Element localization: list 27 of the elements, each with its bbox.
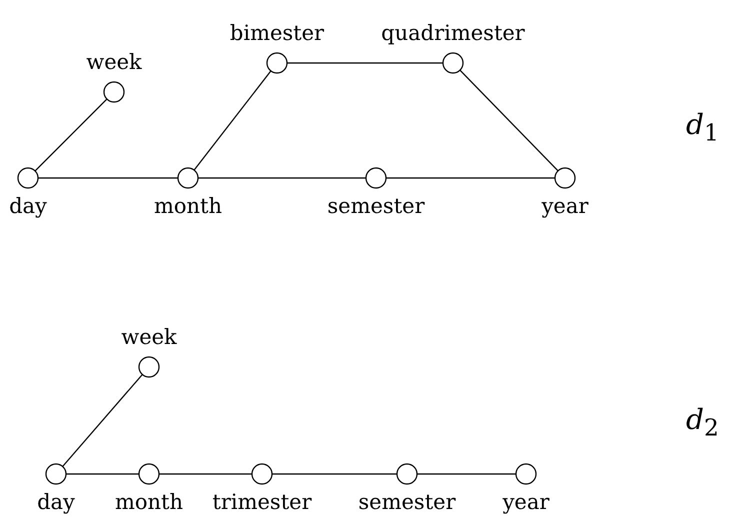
- node-label: year: [502, 490, 550, 514]
- node-label: day: [9, 194, 47, 218]
- connector-line: [194, 70, 272, 170]
- connector-line: [460, 70, 558, 172]
- node-label: month: [114, 490, 184, 514]
- connector-line: [66, 473, 139, 475]
- diagram-label: d$_{2}$: [686, 403, 719, 442]
- node-label: trimester: [212, 490, 312, 514]
- node-label: quadrimester: [381, 21, 525, 45]
- node-label: semester: [327, 194, 425, 218]
- connector-line: [38, 177, 178, 179]
- node-label: year: [542, 194, 588, 218]
- connector-line: [159, 473, 252, 475]
- node-label: semester: [358, 490, 456, 514]
- connector-line: [272, 473, 397, 475]
- node-label: day: [37, 490, 75, 514]
- node-label: bimester: [230, 21, 324, 45]
- node-label: week: [86, 50, 142, 74]
- diagram-label: d$_{1}$: [686, 108, 719, 147]
- connector-line: [417, 473, 516, 475]
- connector-line: [287, 62, 443, 64]
- connector-line: [386, 177, 555, 179]
- node-label: week: [121, 325, 177, 349]
- connector-line: [62, 374, 143, 467]
- node-label: month: [154, 194, 222, 218]
- connector-line: [198, 177, 366, 179]
- connector-line: [34, 98, 108, 172]
